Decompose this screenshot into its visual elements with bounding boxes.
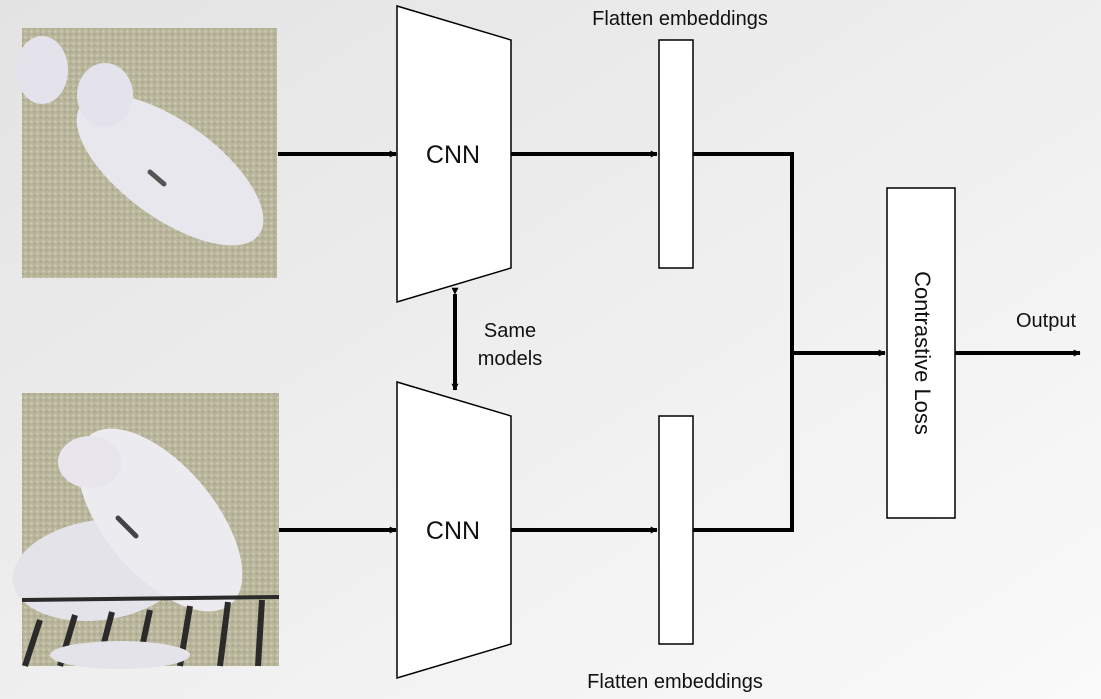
contrastive-loss-block <box>886 187 956 519</box>
top-pig-image <box>16 28 277 278</box>
same-models-label-line2: models <box>478 348 542 370</box>
bottom-pig-image <box>12 393 280 669</box>
same-models-label-line1: Same <box>484 320 536 342</box>
contrastive-loss-label: Contrastive Loss <box>910 271 935 435</box>
pig-head <box>77 63 133 127</box>
top-cnn-label: CNN <box>426 141 480 169</box>
top-embeddings-block <box>658 39 694 269</box>
bottom-embeddings-block <box>658 415 694 645</box>
output-label: Output <box>1016 310 1076 332</box>
bottom-cnn-label: CNN <box>426 517 480 545</box>
bottom-embeddings-label: Flatten embeddings <box>587 671 763 693</box>
top-embeddings-label: Flatten embeddings <box>592 8 768 30</box>
top-cnn-block <box>396 4 512 304</box>
pig-body <box>77 428 243 612</box>
merge-connector <box>693 152 794 532</box>
bottom-cnn-block <box>396 380 512 680</box>
pig-body <box>76 94 264 246</box>
